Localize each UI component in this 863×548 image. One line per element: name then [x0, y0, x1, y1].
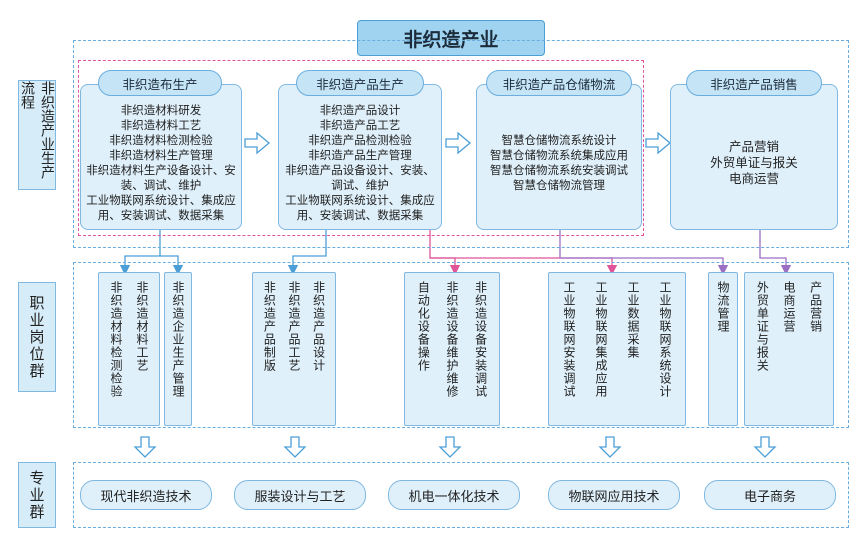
job-group-4: 非织造设备安装调试 非织造设备维护维修 自动化设备操作 — [404, 272, 500, 426]
stage-items-1: 非织造材料研发 非织造材料工艺 非织造材料检测检验 非织造材料生产管理 非织造材… — [84, 100, 238, 226]
stage-item: 非织造材料生产管理 — [109, 148, 213, 162]
stage-title-3: 非织造产品仓储物流 — [486, 70, 632, 96]
job-title: 自动化设备操作 — [416, 281, 431, 372]
job-title: 产品营销 — [808, 281, 823, 333]
blue-connectors — [119, 230, 327, 276]
stage-panel-2 — [278, 84, 442, 230]
stage-title-1: 非织造布生产 — [98, 70, 222, 96]
stage-item: 非织造产品设备设计、安装、调试、维护 — [285, 163, 435, 192]
stage-item: 智慧仓储物流系统集成应用 — [490, 148, 628, 162]
job-title: 工业物联网集成应用 — [594, 281, 608, 398]
stage-item: 电商运营 — [728, 171, 779, 186]
job-title: 工业物联网系统设计 — [658, 281, 672, 398]
job-title: 外贸单证与报关 — [755, 281, 770, 372]
production-frame — [73, 40, 849, 248]
row-label-majors: 专业群 — [18, 462, 56, 528]
stage-items-2: 非织造产品设计 非织造产品工艺 非织造产品检测检验 非织造产品生产管理 非织造产… — [282, 100, 438, 226]
job-title: 工业物联网安装调试 — [562, 281, 576, 398]
job-title: 非织造产品制版 — [262, 281, 277, 372]
job-title: 非织造产品工艺 — [286, 281, 301, 372]
major-2: 服装设计与工艺 — [234, 480, 366, 510]
major-1: 现代非织造技术 — [80, 480, 212, 510]
stage-item: 智慧仓储物流管理 — [513, 178, 605, 192]
flow-arrow-1 — [244, 131, 271, 155]
stage-title-2: 非织造产品生产 — [296, 70, 424, 96]
stage-item: 非织造产品检测检验 — [308, 133, 412, 147]
flow-arrow-2 — [445, 131, 472, 155]
stage-item: 非织造产品设计 — [319, 103, 401, 117]
row-label-production: 非织造产业生产流程 — [18, 80, 56, 190]
job-title: 工业数据采集 — [626, 281, 640, 359]
stage-items-4: 产品营销 外贸单证与报关 电商运营 — [674, 100, 834, 226]
job-title: 非织造企业生产管理 — [171, 281, 185, 398]
stage-panel-1 — [80, 84, 242, 230]
stage-item: 非织造材料检测检验 — [109, 133, 213, 147]
stage-items-3: 智慧仓储物流系统设计 智慧仓储物流系统集成应用 智慧仓储物流系统安装调试 智慧仓… — [480, 100, 638, 226]
stage-item: 工业物联网系统设计、集成应用、安装调试、数据采集 — [86, 193, 236, 222]
majors-frame — [73, 462, 849, 528]
stage-panel-3 — [476, 84, 642, 230]
down-arrows — [133, 436, 777, 458]
major-3: 机电一体化技术 — [388, 480, 520, 510]
job-group-5: 工业物联网系统设计 工业数据采集 工业物联网集成应用 工业物联网安装调试 — [548, 272, 686, 426]
job-title: 非织造材料工艺 — [135, 281, 149, 372]
stage-item: 非织造材料工艺 — [120, 118, 202, 132]
stage-item: 工业物联网系统设计、集成应用、安装调试、数据采集 — [285, 193, 435, 222]
major-4: 物联网应用技术 — [548, 480, 680, 510]
stage-item: 非织造材料生产设备设计、安装、调试、维护 — [86, 163, 236, 192]
stage-item: 智慧仓储物流系统安装调试 — [490, 163, 628, 177]
stage-item: 外贸单证与报关 — [710, 155, 798, 170]
stage-title-4: 非织造产品销售 — [686, 70, 822, 96]
job-group-6: 物流管理 — [708, 272, 738, 426]
job-group-3: 非织造产品设计 非织造产品工艺 非织造产品制版 — [252, 272, 336, 426]
job-group-7: 产品营销 电商运营 外贸单证与报关 — [744, 272, 834, 426]
stage-item: 非织造产品生产管理 — [308, 148, 412, 162]
purple-connectors — [559, 230, 792, 276]
job-title: 非织造设备维护维修 — [444, 281, 459, 398]
flow-arrow-3 — [645, 131, 672, 155]
major-5: 电子商务 — [704, 480, 836, 510]
row-label-positions: 职业岗位群 — [18, 282, 56, 392]
diagram-title: 非织造产业 — [357, 20, 545, 56]
job-title: 非织造材料检测检验 — [109, 281, 123, 398]
stage-item: 非织造产品工艺 — [319, 118, 401, 132]
job-title: 非织造产品设计 — [311, 281, 326, 372]
job-group-1: 非织造材料工艺 非织造材料检测检验 — [98, 272, 160, 426]
stage-item: 非织造材料研发 — [120, 103, 202, 117]
flow-arrows — [244, 131, 672, 155]
pink-highlight-frame — [78, 60, 644, 236]
stage-item: 产品营销 — [728, 139, 779, 154]
positions-frame — [73, 262, 849, 428]
job-title: 电商运营 — [781, 281, 796, 333]
stage-item: 智慧仓储物流系统设计 — [501, 133, 617, 147]
job-title: 非织造设备安装调试 — [473, 281, 488, 398]
job-group-2: 非织造企业生产管理 — [164, 272, 192, 426]
job-title: 物流管理 — [716, 281, 730, 333]
